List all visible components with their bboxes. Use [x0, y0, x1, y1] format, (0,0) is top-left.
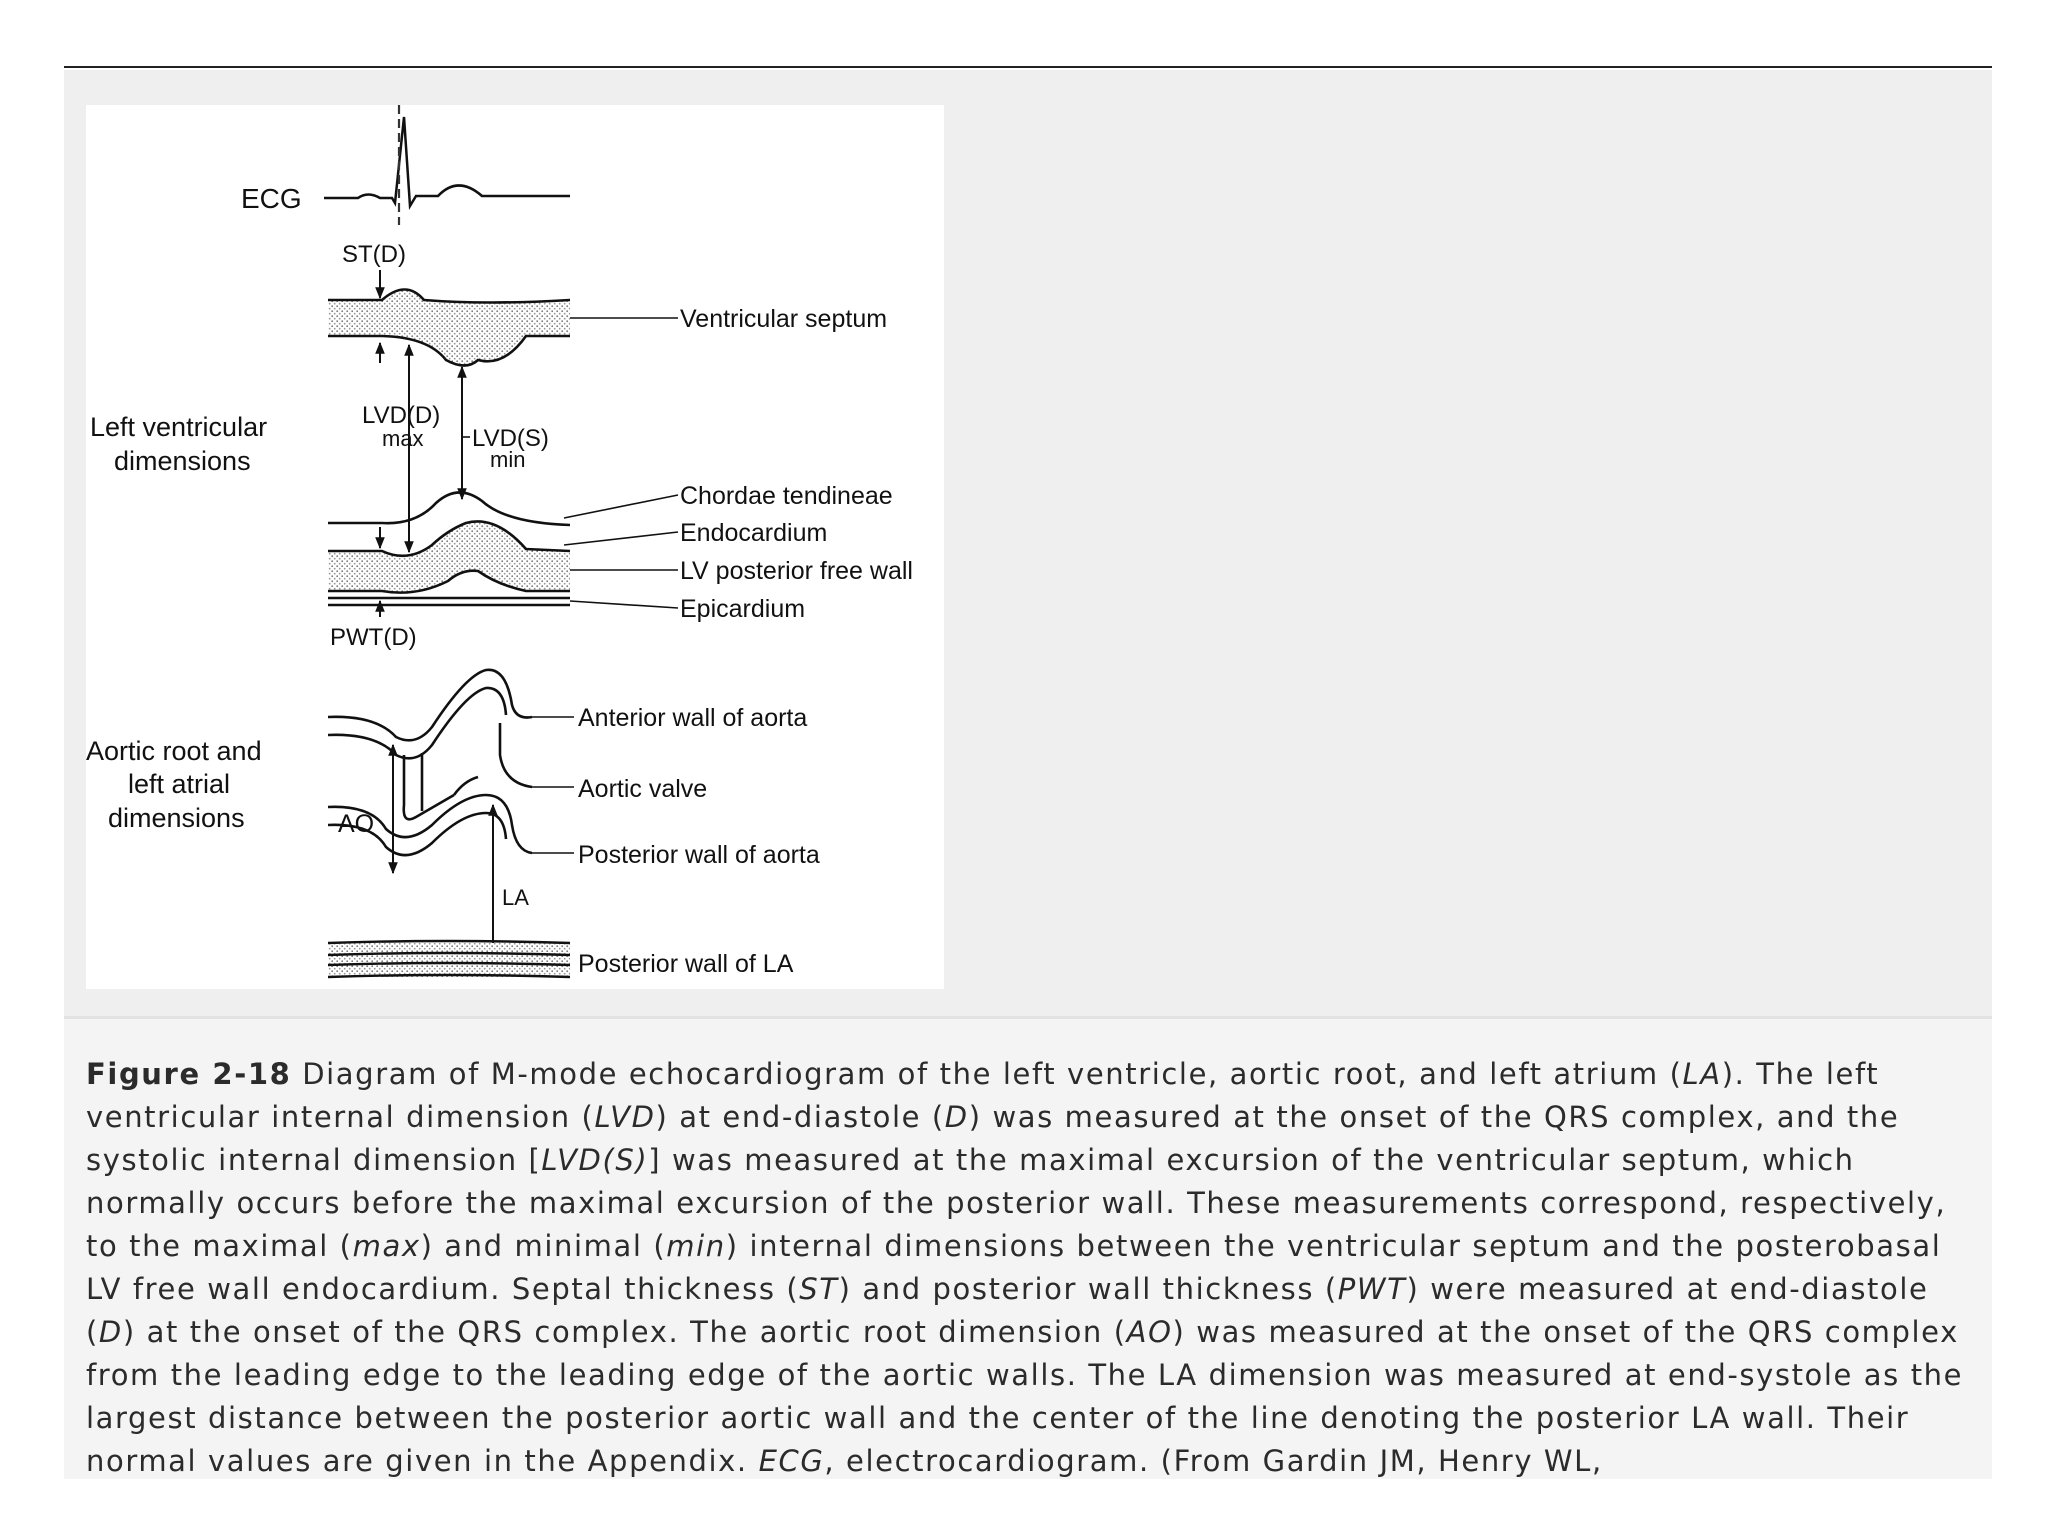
caption-term: min	[666, 1229, 726, 1263]
figure-label: Figure 2-18	[86, 1057, 292, 1091]
caption-text: ) were measured at end-diastole (	[86, 1272, 1929, 1349]
aortic-label-line2: left atrial	[128, 769, 230, 799]
aortic-walls	[327, 668, 533, 857]
chordae-label: Chordae tendineae	[680, 482, 893, 510]
caption-term: LA	[1682, 1057, 1722, 1091]
lvd-s-label: LVD(S)	[472, 425, 549, 452]
caption-text: ) was measured at the onset of the QRS c…	[86, 1100, 1900, 1177]
caption-term: max	[352, 1229, 421, 1263]
caption-text: ] was measured at the maximal excursion …	[86, 1143, 1947, 1263]
caption-text: ) at the onset of the QRS complex. The a…	[122, 1315, 1127, 1349]
caption-term: D	[98, 1315, 123, 1349]
caption-term: PWT	[1337, 1272, 1407, 1306]
caption-text: ) internal dimensions between the ventri…	[86, 1229, 1942, 1306]
caption-text: ) was measured at the onset of the QRS c…	[86, 1315, 1964, 1478]
ecg-label: ECG	[241, 183, 302, 214]
caption-panel	[64, 1019, 1992, 1479]
lvd-d-sub-label: max	[382, 426, 424, 451]
caption-text: ) at end-diastole (	[655, 1100, 945, 1134]
ventricular-septum-label: Ventricular septum	[680, 305, 887, 333]
endocardium-label: Endocardium	[680, 519, 827, 547]
ao-label: AO	[338, 810, 374, 838]
la-label: LA	[502, 885, 529, 910]
caption-term: ST	[799, 1272, 839, 1306]
top-rule	[64, 66, 1992, 68]
posterior-aorta-label: Posterior wall of aorta	[578, 841, 820, 869]
aortic-label-line3: dimensions	[108, 803, 245, 833]
caption-text: , electrocardiogram. (From Gardin JM, He…	[824, 1444, 1603, 1478]
epicardium-label: Epicardium	[680, 595, 805, 623]
lv-dimensions-line1: Left ventricular	[90, 412, 267, 442]
caption-term: LVD	[594, 1100, 656, 1134]
caption-text: ) and minimal (	[420, 1229, 667, 1263]
ecg-trace	[324, 105, 570, 225]
anterior-aorta-label: Anterior wall of aorta	[578, 704, 807, 732]
caption-text: ). The left ventricular internal dimensi…	[86, 1057, 1880, 1134]
lvd-s-sub-label: min	[490, 447, 525, 472]
ventricular-septum-band	[328, 288, 571, 367]
aortic-valve-label: Aortic valve	[578, 775, 707, 803]
posterior-la-label: Posterior wall of LA	[578, 950, 794, 978]
m-mode-diagram: ECG ST(D) Ventricular septum Left ventri…	[86, 105, 944, 989]
caption-term: ECG	[758, 1444, 825, 1478]
panel-divider	[64, 1016, 1992, 1019]
caption-term: LVD(S)	[541, 1143, 649, 1177]
lv-posterior-label: LV posterior free wall	[680, 557, 913, 585]
st-d-label: ST(D)	[342, 241, 406, 268]
lvd-d-label: LVD(D)	[362, 402, 440, 429]
posterior-la-wall	[327, 939, 571, 979]
figure-caption: Figure 2-18 Diagram of M-mode echocardio…	[86, 1053, 1986, 1483]
caption-text: Diagram of M-mode echocardiogram of the …	[291, 1057, 1683, 1091]
caption-text: ) and posterior wall thickness (	[838, 1272, 1338, 1306]
lv-dimensions-line2: dimensions	[114, 446, 251, 476]
pwt-d-label: PWT(D)	[330, 624, 417, 651]
caption-term: D	[944, 1100, 969, 1134]
aortic-label-line1: Aortic root and	[86, 736, 262, 766]
caption-term: AO	[1126, 1315, 1173, 1349]
lv-posterior-wall-band	[328, 491, 571, 607]
